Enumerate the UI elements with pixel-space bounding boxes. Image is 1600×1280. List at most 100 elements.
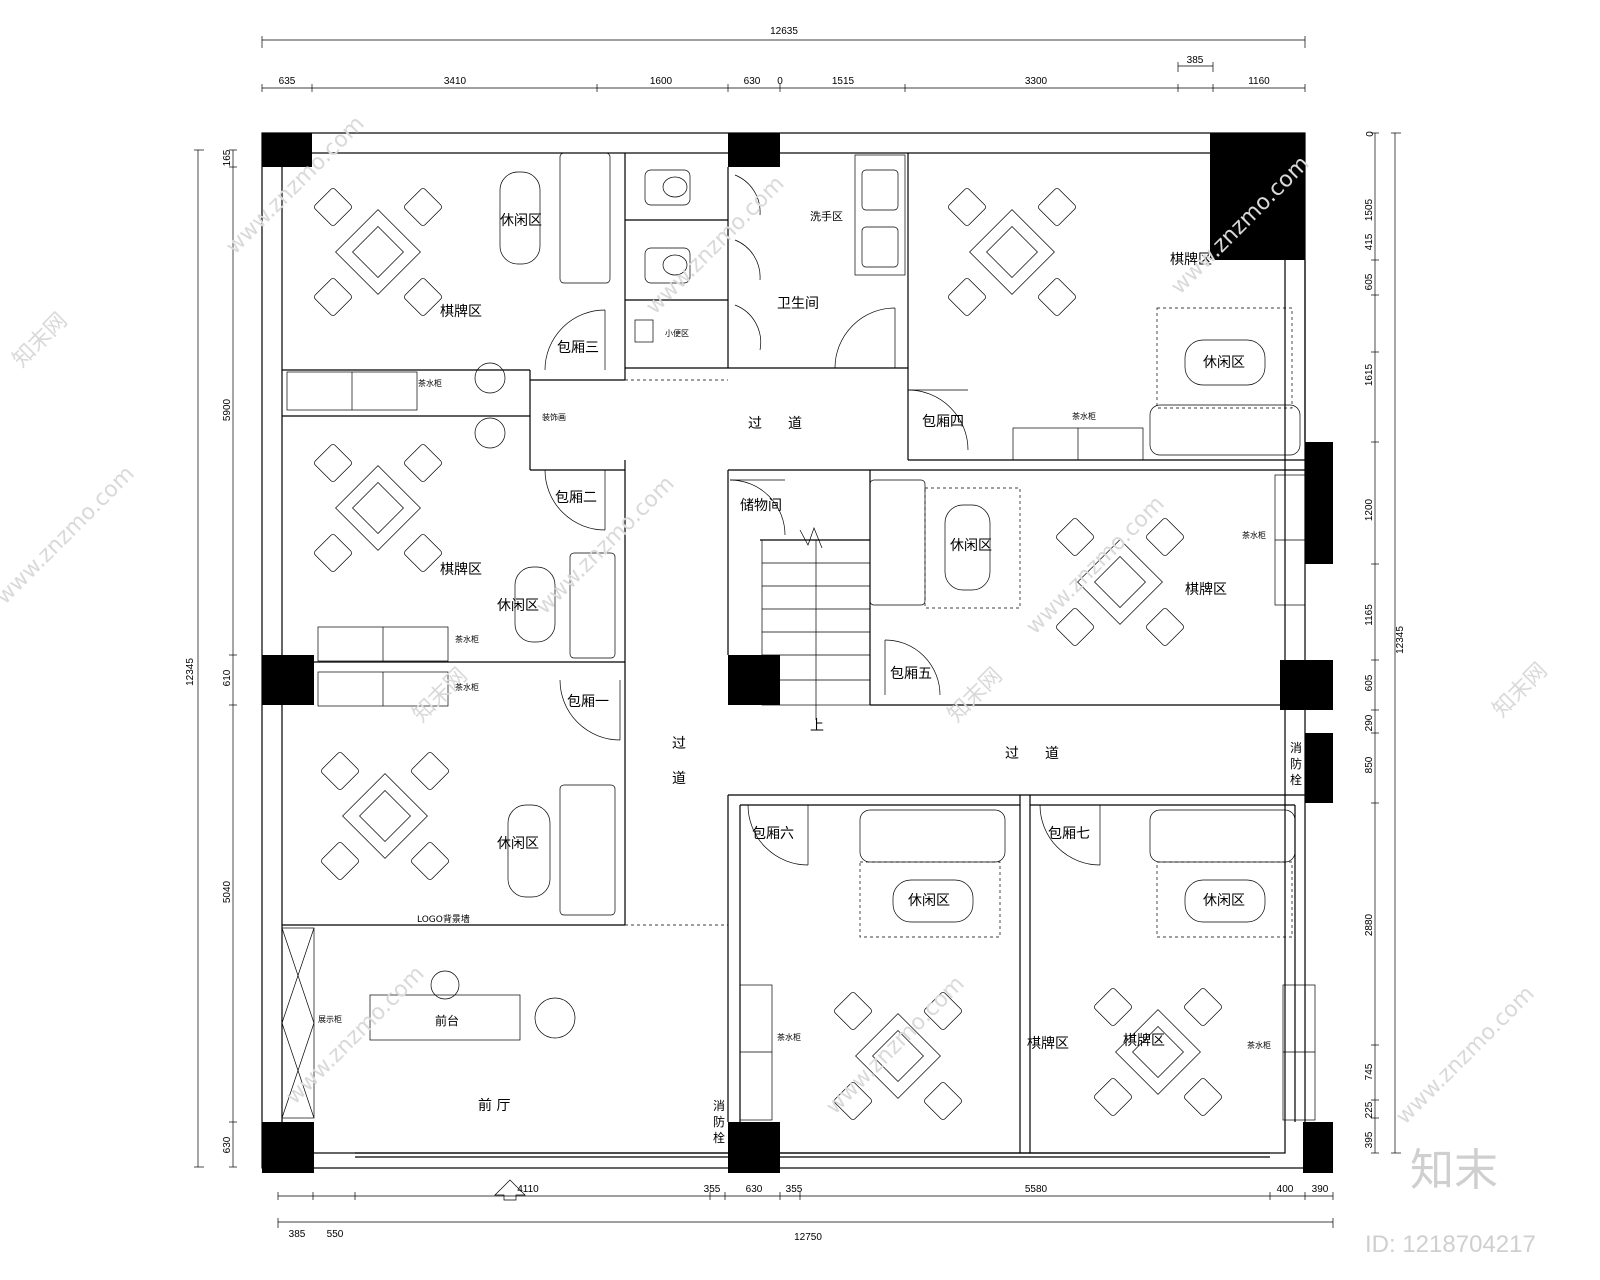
chair-icon	[834, 992, 872, 1030]
dim-right-11: 225	[1364, 1101, 1375, 1118]
column	[1280, 660, 1333, 710]
dim-top-3: 630	[744, 76, 761, 87]
column	[728, 1122, 780, 1173]
dim-left-1: 5900	[222, 398, 233, 421]
zone-cards-2: 棋牌区	[440, 561, 482, 578]
zone-cards-3: 棋牌区	[1170, 251, 1212, 268]
dim-right-total: 12345	[1395, 626, 1406, 654]
watermark-brand: 知末网	[408, 663, 472, 727]
zone-tea-4: 茶水柜	[1072, 411, 1096, 421]
chair-icon	[948, 278, 986, 316]
label-display: 展示柜	[318, 1014, 342, 1024]
coffee-table	[514, 566, 556, 643]
label-decor: 装饰画	[542, 412, 566, 422]
dim-left-3: 5040	[222, 880, 233, 903]
dim-top-2: 1600	[650, 76, 673, 87]
dim-top-5: 1515	[832, 76, 855, 87]
dim-bottom-2: 4110	[517, 1184, 539, 1195]
dim-bottom-4: 630	[746, 1184, 763, 1195]
label-box4: 包厢四	[922, 414, 964, 430]
watermark-site: www.znzmo.com	[641, 171, 789, 319]
watermark-site: www.znzmo.com	[1021, 491, 1169, 639]
card-table-icon	[834, 992, 962, 1120]
plant-icon	[474, 417, 506, 449]
watermark-site: www.znzmo.com	[281, 961, 429, 1109]
chair-icon	[314, 534, 352, 572]
dim-right-1: 415	[1364, 233, 1375, 250]
sofa	[869, 479, 926, 606]
label-corridor-1a: 过	[748, 416, 762, 432]
label-box5: 包厢五	[890, 666, 932, 682]
dim-bottom-6: 5580	[1025, 1184, 1048, 1195]
chair-icon	[404, 444, 442, 482]
label-urinal: 小便区	[665, 328, 689, 338]
dim-right-12: 395	[1364, 1131, 1375, 1148]
card-table-icon	[321, 752, 449, 880]
dim-right-4: 1200	[1364, 498, 1375, 521]
chair-icon	[411, 752, 449, 790]
doors	[544, 174, 1101, 866]
sofa	[569, 552, 616, 659]
zone-leisure-4: 休闲区	[950, 538, 992, 554]
zone-cards-5: 棋牌区	[1027, 1035, 1069, 1052]
column	[1303, 1122, 1333, 1173]
watermark-site: www.znzmo.com	[821, 971, 969, 1119]
zone-cards-1: 棋牌区	[440, 303, 482, 320]
dim-bottom-0: 385	[289, 1229, 306, 1240]
zone-leisure-1: 休闲区	[500, 213, 542, 229]
label-hydrant-2b: 防	[713, 1114, 725, 1129]
lounge-furniture	[499, 152, 1301, 938]
chair-icon	[1094, 1078, 1132, 1116]
label-corridor-3b: 道	[1045, 746, 1059, 762]
watermark-brand: 知末网	[1488, 658, 1552, 722]
chair-icon	[948, 188, 986, 226]
outer-walls	[261, 132, 1306, 1169]
dim-bottom-5: 355	[786, 1184, 803, 1195]
dim-right-7: 290	[1364, 714, 1375, 731]
dim-top-0: 635	[279, 76, 296, 87]
dim-right-marker: 0	[1365, 131, 1376, 137]
label-hydrant-1b: 防	[1290, 756, 1302, 771]
coffee-table	[1184, 879, 1266, 923]
sofa	[1149, 404, 1301, 456]
sink-icon	[861, 226, 899, 268]
chair-icon	[404, 534, 442, 572]
label-hydrant-2a: 消	[713, 1099, 725, 1113]
column	[262, 1122, 314, 1173]
dim-bottom-7: 400	[1277, 1184, 1294, 1195]
staircase	[761, 527, 871, 720]
coffee-table	[507, 804, 551, 898]
dim-bottom-8: 390	[1312, 1184, 1329, 1195]
toilet-icon	[644, 169, 691, 206]
chair-icon	[924, 992, 962, 1030]
label-up: 上	[810, 718, 824, 734]
zone-tea-1: 茶水柜	[418, 378, 442, 388]
chair-icon	[321, 842, 359, 880]
sofa	[1149, 809, 1296, 863]
urinal-icon	[634, 319, 654, 343]
chair-icon	[1094, 988, 1132, 1026]
plant-icon	[474, 362, 506, 394]
chair-icon	[1184, 1078, 1222, 1116]
label-toilet: 卫生间	[777, 296, 819, 312]
chair-icon	[1146, 518, 1184, 556]
zone-tea-6: 茶水柜	[777, 1032, 801, 1042]
chair-icon	[404, 278, 442, 316]
dim-left-0: 165	[222, 149, 233, 166]
tea-cabinets	[281, 371, 1316, 1121]
dim-bottom-1: 550	[327, 1229, 344, 1240]
card-table-icon	[1094, 988, 1222, 1116]
column	[728, 133, 780, 167]
label-box6: 包厢六	[752, 826, 794, 842]
column	[1210, 133, 1305, 260]
label-box1: 包厢一	[567, 694, 609, 710]
person-icon	[430, 970, 460, 1000]
up-arrow-icon	[494, 1179, 526, 1201]
chair-icon	[1038, 278, 1076, 316]
sink-icon	[861, 169, 899, 211]
card-table-icon	[1056, 518, 1184, 646]
coffee-table	[1184, 339, 1266, 386]
dim-bottom-3: 355	[704, 1184, 721, 1195]
reception-desk	[369, 362, 576, 1041]
